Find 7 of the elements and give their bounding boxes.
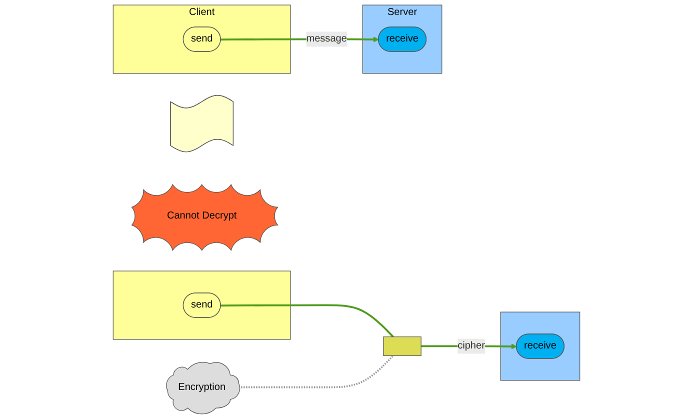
connector [220, 304, 394, 338]
cluster [112, 270, 291, 340]
edge-label: cipher [458, 340, 485, 352]
edge-label: message [306, 34, 347, 44]
connector [238, 354, 394, 388]
cluster [500, 312, 580, 381]
node-bar [383, 336, 422, 356]
